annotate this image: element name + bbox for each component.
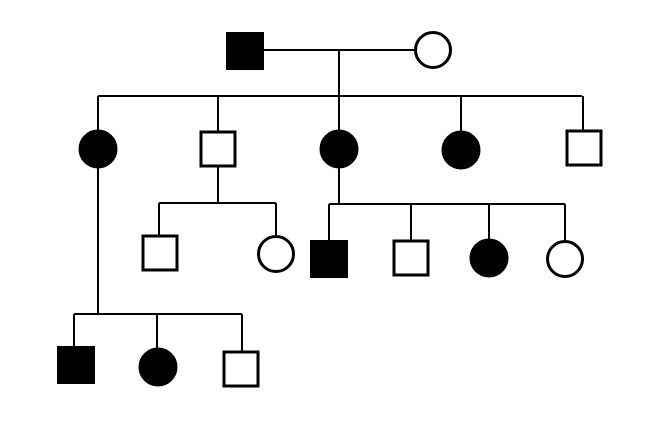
individual-III-4-male-unaffected-symbol xyxy=(392,239,430,277)
individual-II-3-female-affected-symbol xyxy=(319,129,359,169)
individual-II-4-female-affected-symbol xyxy=(441,130,481,170)
individual-III-6-female-unaffected-symbol xyxy=(546,240,584,278)
individual-IV-2-female-affected-symbol xyxy=(138,347,178,387)
individual-I-2-female-unaffected-symbol xyxy=(414,31,452,69)
individual-II-5-male-unaffected-symbol xyxy=(565,129,603,167)
individual-IV-3-male-unaffected-symbol xyxy=(222,350,260,388)
individual-III-3-male-affected-symbol xyxy=(310,240,348,278)
individual-III-5-female-affected-symbol xyxy=(469,238,509,278)
individual-IV-1-male-affected-symbol xyxy=(57,346,95,384)
individual-III-2-female-unaffected-symbol xyxy=(257,235,295,273)
individual-II-2-male-unaffected-symbol xyxy=(199,130,237,168)
individual-I-1-male-affected-symbol xyxy=(226,32,264,70)
individual-III-1-male-unaffected-symbol xyxy=(141,234,179,272)
individual-II-1-female-affected-symbol xyxy=(78,129,118,169)
